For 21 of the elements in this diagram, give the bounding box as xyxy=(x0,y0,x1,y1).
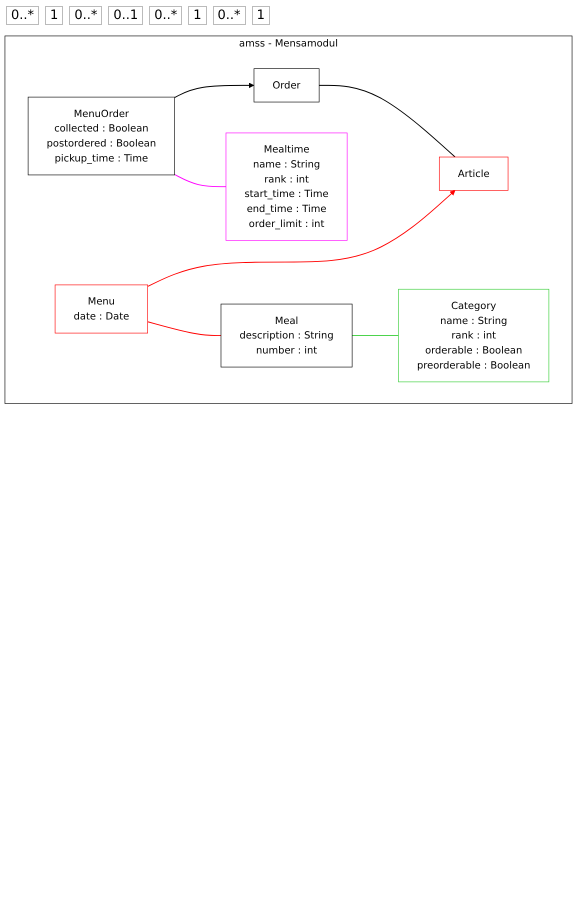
arrow xyxy=(147,190,456,287)
connector xyxy=(174,174,226,188)
node-box: Meal description : String number : int xyxy=(220,304,352,368)
connector xyxy=(352,335,399,336)
node-box: Category name : String rank : int orderable : Boolean preorderable : Boolean xyxy=(398,288,550,382)
arrow xyxy=(174,82,254,98)
multiplicity-label: 0..* xyxy=(212,6,246,25)
node-box: MenuOrder collected : Boolean postordered : Boolean pickup_time : Time xyxy=(28,96,175,176)
node-box: Article xyxy=(438,156,508,191)
multiplicity-label: 1 xyxy=(252,6,270,25)
multiplicity-label: 0..* xyxy=(69,6,102,25)
node-box: Order xyxy=(254,68,320,102)
multiplicity-label: 0..1 xyxy=(108,6,144,25)
multiplicity-label: 1 xyxy=(188,6,207,25)
node-box: Mealtime name : String rank : int start_time : Time end_time : Time order_limit : int xyxy=(226,132,348,241)
multiplicity-label: 0..* xyxy=(6,6,40,25)
connector xyxy=(147,321,222,336)
multiplicity-label: 0..* xyxy=(149,6,182,25)
multiplicity-label: 1 xyxy=(45,6,64,25)
connector xyxy=(318,84,456,158)
node-box: Menu date : Date xyxy=(54,284,148,334)
